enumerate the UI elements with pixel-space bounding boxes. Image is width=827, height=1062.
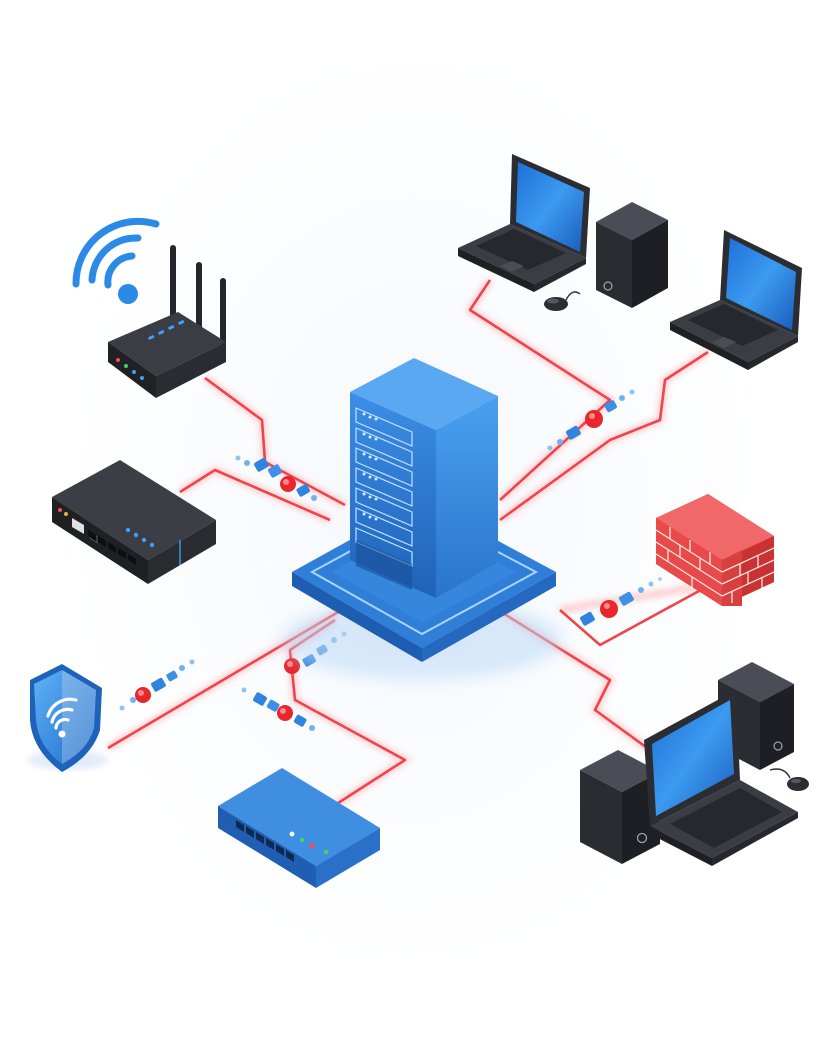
packet-group-firewall [580,577,662,626]
laptop-icon [458,154,590,292]
packet-group-switch-blue [241,687,315,731]
packet-group-router [235,455,317,501]
server-bay-dots [362,412,378,521]
laptop-icon [644,690,798,866]
wifi-router[interactable] [72,217,226,398]
laptop-icon [670,230,802,370]
mouse-icon [544,291,581,311]
desktop-tower-icon [596,202,668,308]
brick-mortar [655,527,775,603]
network-switch-icon [218,768,380,888]
mouse-icon [769,768,809,791]
server-drive-bays [355,407,413,567]
laptop-right[interactable] [670,230,802,370]
network-switch-icon [52,460,216,584]
network-switch-dark[interactable] [52,460,216,584]
link-laptop-right [499,350,709,522]
switch-ports [88,530,136,565]
firewall-brick-wall-icon [655,494,775,606]
router-antennas [170,245,226,346]
link-router [204,376,346,507]
link-laptop-tower [468,279,612,501]
firewall[interactable] [655,494,775,606]
wifi-signal-icon [72,217,160,289]
shield-wifi-icon [30,664,102,772]
wifi-signal-dot [118,284,138,304]
wifi-router-icon [108,312,226,398]
security-shield[interactable] [28,664,108,772]
packet-group-laptops [547,389,635,451]
workstation[interactable] [580,662,809,866]
central-server[interactable] [282,358,562,680]
laptop-tower-top[interactable] [458,154,668,311]
server-rack-icon [350,358,498,598]
link-switch-dark [179,468,331,522]
network-switch-blue[interactable] [218,768,380,888]
link-firewall [559,583,711,647]
packet-group-shield [119,659,195,711]
switch-ports [236,820,294,862]
